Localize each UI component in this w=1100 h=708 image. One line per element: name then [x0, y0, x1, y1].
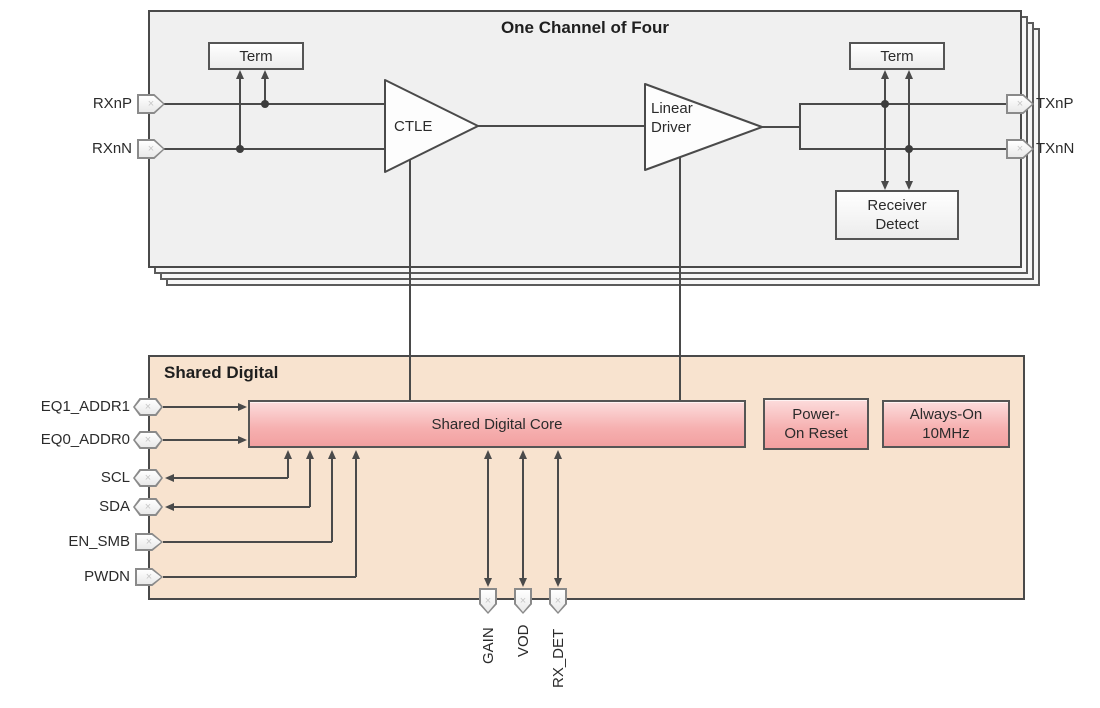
pin-x-glyph: ×	[554, 594, 562, 607]
gain-label: GAIN	[480, 627, 497, 664]
rx-input-wires	[163, 103, 390, 150]
tx-output-wires	[762, 103, 1008, 150]
pin-x-glyph: ×	[144, 433, 152, 446]
sda-pin: ×	[133, 498, 163, 516]
pin-x-glyph: ×	[1016, 142, 1024, 155]
smbus-wires	[163, 450, 360, 578]
power-on-reset-box: Power- On Reset	[763, 398, 869, 450]
txnp-label: TXnP	[1036, 95, 1074, 112]
scl-pin: ×	[133, 469, 163, 487]
rxnp-pin: ×	[137, 94, 165, 114]
pin-face: ×	[135, 433, 161, 447]
shared-digital-core-box: Shared Digital Core	[248, 400, 746, 448]
pin-x-glyph: ×	[519, 594, 527, 607]
one-channel-title: One Channel of Four	[500, 18, 670, 37]
pin-face: ×	[1008, 96, 1032, 112]
eq0-addr0-label: EQ0_ADDR0	[40, 431, 130, 448]
vod-label: VOD	[515, 624, 532, 657]
pin-x-glyph: ×	[145, 570, 153, 583]
txnn-pin: ×	[1006, 139, 1034, 159]
term-right-box: Term	[849, 42, 945, 70]
pin-face: ×	[551, 590, 565, 612]
term-right-receiver-detect-wires	[881, 70, 913, 190]
linear-driver-label: Linear Driver	[651, 100, 693, 136]
pin-face: ×	[139, 141, 163, 157]
txnp-pin: ×	[1006, 94, 1034, 114]
rxnn-label: RXnN	[91, 140, 132, 157]
en-smb-pin: ×	[135, 533, 163, 551]
pin-face: ×	[481, 590, 495, 612]
pwdn-label: PWDN	[84, 568, 130, 585]
eq1-addr1-pin: ×	[133, 398, 163, 416]
eq1-addr1-label: EQ1_ADDR1	[40, 398, 130, 415]
pwdn-pin: ×	[135, 568, 163, 586]
en-smb-label: EN_SMB	[68, 533, 130, 550]
pin-x-glyph: ×	[144, 500, 152, 513]
pin-face: ×	[137, 535, 161, 549]
receiver-detect-box: Receiver Detect	[835, 190, 959, 240]
rx-det-label: RX_DET	[550, 628, 567, 688]
vod-pin: ×	[514, 588, 532, 614]
term-left-box: Term	[208, 42, 304, 70]
pin-face: ×	[139, 96, 163, 112]
rxnn-pin: ×	[137, 139, 165, 159]
pin-x-glyph: ×	[144, 471, 152, 484]
pin-x-glyph: ×	[484, 594, 492, 607]
scl-label: SCL	[100, 469, 130, 486]
ctle-label: CTLE	[394, 118, 433, 135]
eq-addr-wires	[163, 403, 247, 444]
pin-x-glyph: ×	[147, 142, 155, 155]
bottom-pin-wires	[484, 450, 562, 587]
shared-digital-title: Shared Digital	[164, 363, 279, 382]
pin-x-glyph: ×	[145, 535, 153, 548]
ctle-amplifier-triangle	[384, 79, 479, 173]
pin-x-glyph: ×	[1016, 97, 1024, 110]
shared-digital-block	[148, 355, 1025, 600]
pin-face: ×	[135, 400, 161, 414]
rxnp-label: RXnP	[92, 95, 132, 112]
txnn-label: TXnN	[1036, 140, 1075, 157]
rx-det-pin: ×	[549, 588, 567, 614]
term-left-wires	[236, 70, 269, 153]
linear-driver-triangle	[644, 83, 763, 171]
always-on-oscillator-box: Always-On 10MHz	[882, 400, 1010, 448]
gain-pin: ×	[479, 588, 497, 614]
eq0-addr0-pin: ×	[133, 431, 163, 449]
pin-x-glyph: ×	[144, 400, 152, 413]
pin-face: ×	[135, 471, 161, 485]
pin-face: ×	[1008, 141, 1032, 157]
pin-face: ×	[135, 500, 161, 514]
pin-face: ×	[137, 570, 161, 584]
pin-x-glyph: ×	[147, 97, 155, 110]
sda-label: SDA	[99, 498, 130, 515]
pin-face: ×	[516, 590, 530, 612]
